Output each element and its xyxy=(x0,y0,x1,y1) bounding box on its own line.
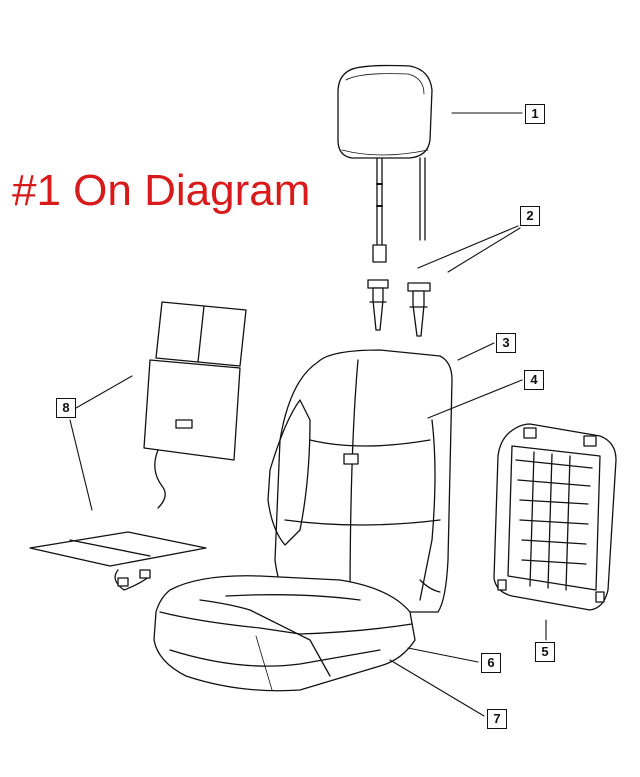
callout-8: 8 xyxy=(56,398,76,418)
seat-cushion-drawing xyxy=(153,575,416,692)
headrest-drawing xyxy=(337,64,433,263)
headrest-guide-drawing xyxy=(367,279,431,337)
seatback-frame-drawing xyxy=(493,423,617,611)
callout-1: 1 xyxy=(525,104,545,124)
seatback-drawing xyxy=(267,349,453,613)
leader-lines xyxy=(69,112,547,717)
seat-heater-drawing xyxy=(29,301,247,591)
diagram-caption: #1 On Diagram xyxy=(12,166,311,215)
callout-5: 5 xyxy=(535,642,555,662)
callout-6: 6 xyxy=(481,653,501,673)
callout-2: 2 xyxy=(520,206,540,226)
callout-3: 3 xyxy=(496,333,516,353)
callout-4: 4 xyxy=(524,370,544,390)
callout-7: 7 xyxy=(487,709,507,729)
